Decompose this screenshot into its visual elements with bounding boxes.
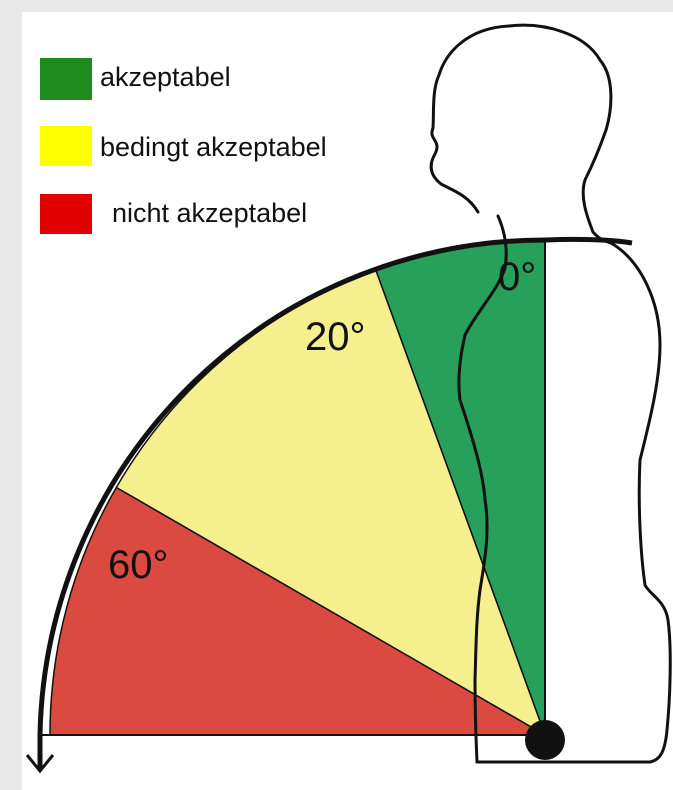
legend-label-conditionally-acceptable: bedingt akzeptabel bbox=[100, 132, 327, 162]
legend: akzeptabel bedingt akzeptabel nicht akze… bbox=[40, 58, 327, 234]
angle-label-60: 60° bbox=[108, 543, 169, 587]
legend-label-acceptable: akzeptabel bbox=[100, 62, 231, 92]
pivot-point bbox=[525, 720, 565, 760]
legend-swatch-conditionally-acceptable bbox=[40, 126, 92, 166]
angle-label-0: 0° bbox=[498, 255, 536, 299]
angle-label-20: 20° bbox=[305, 315, 366, 359]
legend-label-not-acceptable: nicht akzeptabel bbox=[112, 198, 307, 228]
legend-swatch-not-acceptable bbox=[40, 194, 92, 234]
legend-swatch-acceptable bbox=[40, 58, 92, 100]
